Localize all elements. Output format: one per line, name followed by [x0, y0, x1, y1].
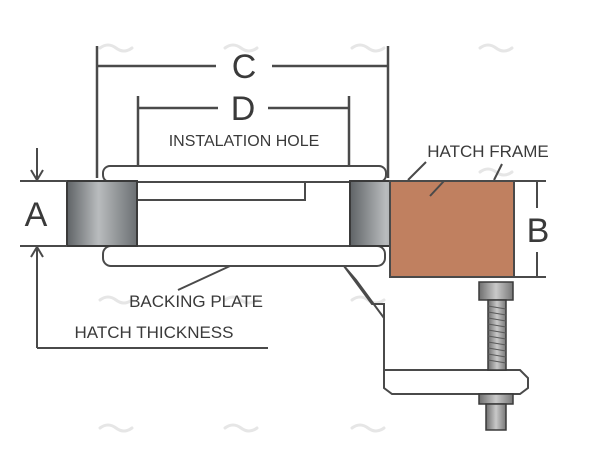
hatch-section-left [66, 180, 138, 247]
dimension-b [514, 180, 546, 278]
bolt [478, 281, 514, 431]
label-a: A [25, 196, 48, 234]
hatch-frame-leaders [407, 161, 503, 181]
label-hatch-frame: HATCH FRAME [427, 142, 549, 161]
hatch-lid [102, 165, 387, 201]
label-hatch-thickness: HATCH THICKNESS [74, 323, 233, 342]
backing-plate [102, 245, 386, 267]
hatch-frame [389, 180, 515, 278]
label-b: B [527, 212, 550, 250]
hatch-frame-bevel [429, 180, 445, 197]
backing-plate-leader [177, 265, 231, 291]
bolt-shaft [487, 299, 507, 371]
bolt-end [485, 403, 507, 431]
label-installation-hole: INSTALATION HOLE [169, 133, 320, 150]
label-backing-plate: BACKING PLATE [129, 292, 263, 311]
dimension-c [95, 46, 390, 178]
label-d: D [231, 90, 256, 128]
hatch-inner-recess [136, 181, 306, 201]
clamp-bracket [343, 265, 529, 395]
hatch-lid-top [102, 165, 387, 183]
bolt-nut-top [478, 281, 514, 301]
label-c: C [232, 48, 257, 86]
dimension-a [20, 148, 67, 340]
bolt-washer [478, 393, 514, 405]
